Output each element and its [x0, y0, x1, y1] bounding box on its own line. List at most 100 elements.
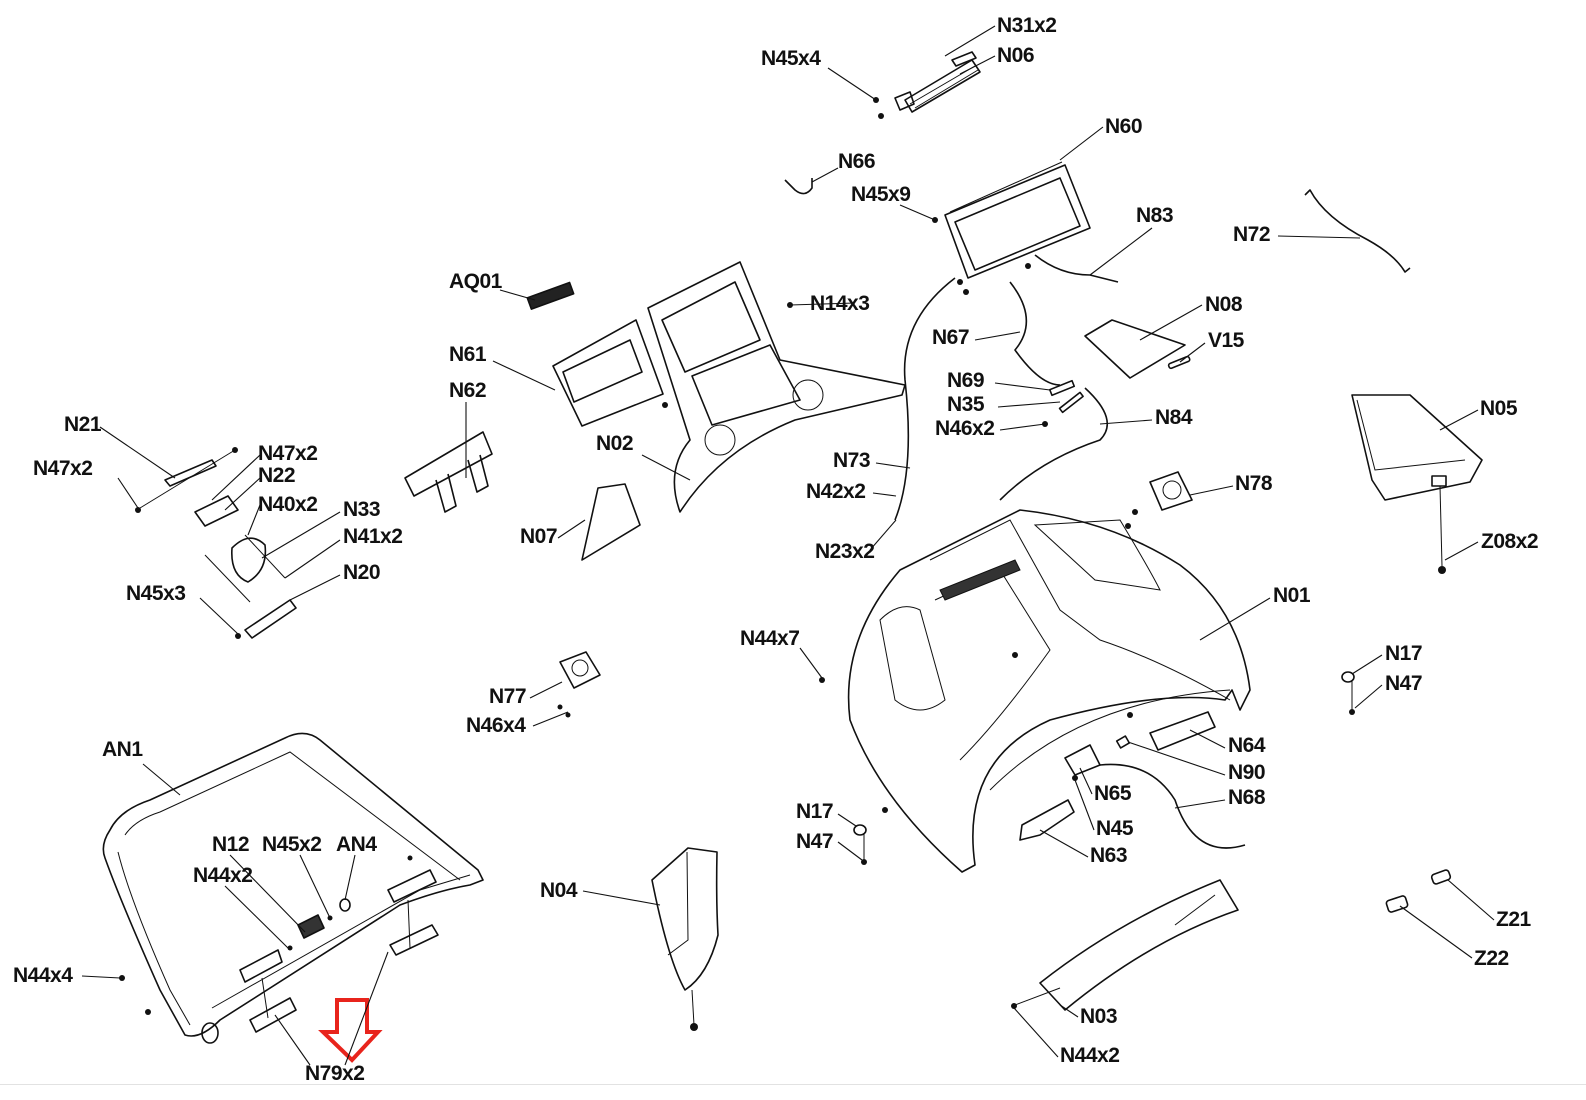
leader-line [299, 854, 331, 919]
label-aq01: AQ01 [449, 270, 503, 293]
leader-line [582, 890, 661, 906]
leader-line [1079, 767, 1093, 795]
label-n08: N08 [1205, 293, 1243, 316]
leader-line [811, 167, 839, 183]
label-z22: Z22 [1474, 947, 1509, 970]
part-n72-cable [1304, 189, 1411, 273]
leader-line [1399, 905, 1473, 959]
part-n60-display-board [932, 161, 1091, 295]
part-n67-cable [1009, 281, 1061, 386]
leader-line [117, 477, 139, 509]
part-n83-cable [1034, 254, 1119, 283]
leader-line [1099, 419, 1153, 425]
part-z22 [1385, 895, 1409, 913]
part-n62 [404, 431, 493, 513]
label-n01: N01 [1273, 584, 1311, 607]
leader-line [1189, 729, 1226, 749]
label-n42x2: N42x2 [806, 480, 865, 503]
label-n45x2: N45x2 [262, 833, 321, 856]
label-n35: N35 [947, 393, 985, 416]
leader-line [261, 511, 341, 559]
leader-line [959, 55, 996, 75]
leader-line [224, 477, 261, 511]
leader-line [944, 25, 996, 57]
leader-line [499, 289, 536, 301]
label-z21: Z21 [1496, 908, 1532, 931]
label-n07: N07 [520, 525, 557, 548]
label-n61: N61 [449, 343, 487, 366]
part-labels: N31x2 N06 N45x4 N60 N66 N45x9 N83 N72 AQ… [13, 14, 1539, 1085]
leader-line [532, 711, 569, 727]
label-n20: N20 [343, 561, 380, 584]
part-v15 [1167, 355, 1191, 370]
label-n46x4: N46x4 [466, 714, 526, 737]
leader-line [99, 426, 176, 479]
leader-line [827, 67, 877, 101]
label-an4: AN4 [336, 833, 377, 856]
label-n47-mid: N47 [796, 830, 833, 853]
leader-line [529, 681, 563, 699]
part-n35 [1058, 391, 1084, 414]
label-v15: V15 [1208, 329, 1245, 352]
leader-line [247, 504, 261, 536]
leader-line [229, 854, 306, 933]
part-n01-main-shroud [819, 509, 1251, 873]
leader-line [224, 885, 289, 949]
screw-icon [878, 113, 884, 119]
leader-line [1013, 1007, 1059, 1058]
label-n47x2-right: N47x2 [258, 442, 317, 465]
leader-line [872, 492, 897, 497]
leader-line [557, 519, 586, 539]
label-n69: N69 [947, 369, 984, 392]
label-n67: N67 [932, 326, 969, 349]
leader-line [199, 597, 239, 635]
leader-line [1074, 779, 1095, 831]
label-n33: N33 [343, 498, 380, 521]
label-n17-mid: N17 [796, 800, 833, 823]
label-n46x2: N46x2 [935, 417, 994, 440]
label-n03: N03 [1080, 1005, 1117, 1028]
label-n60: N60 [1105, 115, 1142, 138]
label-n41x2: N41x2 [343, 525, 402, 548]
label-n44x7: N44x7 [740, 627, 799, 650]
leader-line [837, 813, 857, 827]
label-n62: N62 [449, 379, 486, 402]
label-n21: N21 [64, 413, 102, 436]
leader-line [1089, 227, 1153, 276]
part-n17-mid [853, 824, 867, 836]
leader-line [1039, 829, 1089, 858]
part-n78-bracket [1125, 471, 1193, 529]
label-n31x2: N31x2 [997, 14, 1056, 37]
leader-line [1199, 597, 1271, 641]
label-n44x4: N44x4 [13, 964, 73, 987]
leader-line [1127, 741, 1226, 776]
leader-line [994, 382, 1051, 391]
leader-line [875, 462, 911, 469]
label-n78: N78 [1235, 472, 1273, 495]
part-n04-cup-holder [651, 847, 719, 1031]
part-n17-right [1341, 671, 1355, 683]
leader-line [1447, 879, 1495, 921]
label-n45x3: N45x3 [126, 582, 185, 605]
part-n90 [1115, 735, 1131, 749]
label-n40x2: N40x2 [258, 493, 317, 516]
leader-line [1444, 541, 1479, 561]
label-n44x2-bottom: N44x2 [1060, 1044, 1119, 1067]
part-n05-cup-holder [1351, 394, 1483, 574]
label-n65: N65 [1094, 782, 1132, 805]
leader-line [1439, 409, 1479, 431]
part-n73-cable [894, 277, 956, 521]
label-n68: N68 [1228, 786, 1266, 809]
label-n12: N12 [212, 833, 249, 856]
label-n79x2: N79x2 [305, 1062, 364, 1085]
leader-line [837, 841, 863, 861]
label-n64: N64 [1228, 734, 1266, 757]
label-n14x3: N14x3 [810, 292, 869, 315]
label-n04: N04 [540, 879, 578, 902]
leader-line [274, 1014, 311, 1066]
label-n77: N77 [489, 685, 526, 708]
label-n47-right: N47 [1385, 672, 1422, 695]
label-n66: N66 [838, 150, 875, 173]
leader-line [1179, 342, 1206, 363]
